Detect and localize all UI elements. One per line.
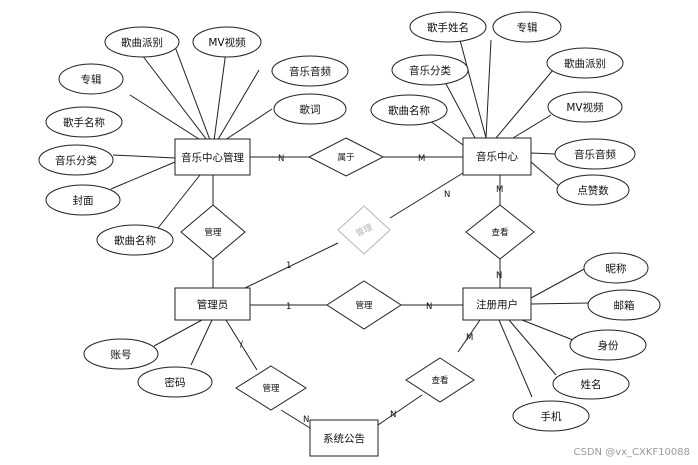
cardinality-notice-manage: N: [303, 415, 309, 425]
svg-text:歌手名称: 歌手名称: [63, 116, 105, 129]
svg-text:查看: 查看: [431, 375, 448, 386]
svg-text:歌词: 歌词: [300, 103, 321, 116]
svg-text:专辑: 专辑: [81, 73, 102, 86]
svg-text:昵称: 昵称: [606, 262, 627, 275]
svg-text:邮箱: 邮箱: [614, 299, 635, 312]
watermark-text: CSDN @vx_CXKF10088: [574, 447, 690, 458]
cardinality-view-user-m: M: [466, 333, 473, 343]
entity-music-mgmt: 音乐中心管理: [174, 138, 251, 176]
attribute-mgmt-song: 歌曲名称: [96, 224, 174, 256]
cardinality-admin-notice: /: [240, 340, 243, 350]
relationship-manage-user: 管理: [326, 280, 402, 330]
attribute-mgmt-singer: 歌手名称: [45, 106, 123, 138]
svg-text:MV视频: MV视频: [566, 101, 604, 114]
svg-text:专辑: 专辑: [517, 21, 538, 34]
entity-registered-user: 注册用户: [462, 287, 532, 321]
cardinality-admin-user: 1: [286, 302, 291, 312]
svg-text:管理: 管理: [355, 300, 373, 311]
attribute-mc-singer: 歌手姓名: [409, 11, 487, 43]
svg-text:音乐音频: 音乐音频: [289, 65, 331, 78]
attribute-mc-audio: 音乐音频: [554, 138, 636, 170]
attribute-mgmt-audio: 音乐音频: [271, 55, 349, 87]
svg-text:音乐分类: 音乐分类: [55, 154, 97, 167]
relationship-manage-center: 管理: [337, 205, 391, 255]
attribute-mgmt-cover: 封面: [45, 184, 121, 216]
attribute-mc-genre: 歌曲派别: [546, 47, 624, 79]
svg-text:注册用户: 注册用户: [476, 298, 518, 311]
svg-text:封面: 封面: [73, 194, 94, 207]
relationship-view-notice: 查看: [405, 357, 475, 403]
entity-system-notice: 系统公告: [309, 419, 379, 457]
svg-text:歌曲名称: 歌曲名称: [114, 234, 156, 247]
svg-text:音乐音频: 音乐音频: [574, 148, 616, 161]
cardinality-admin-center: 1: [286, 261, 291, 271]
attribute-mgmt-lyrics: 歌词: [273, 93, 347, 125]
svg-text:音乐分类: 音乐分类: [409, 64, 451, 77]
svg-text:点赞数: 点赞数: [577, 184, 609, 197]
svg-text:歌曲派别: 歌曲派别: [564, 57, 606, 70]
svg-text:MV视频: MV视频: [208, 36, 246, 49]
entity-admin: 管理员: [174, 287, 251, 321]
cardinality-view-user: N: [496, 271, 502, 281]
svg-text:管理: 管理: [262, 383, 280, 394]
attribute-mc-likes: 点赞数: [556, 174, 630, 206]
svg-text:密码: 密码: [165, 376, 186, 389]
svg-text:管理员: 管理员: [197, 298, 229, 311]
attribute-mgmt-category: 音乐分类: [38, 144, 114, 176]
svg-text:音乐中心管理: 音乐中心管理: [181, 151, 244, 164]
cardinality-user-manage: N: [426, 302, 432, 312]
attribute-admin-account: 账号: [83, 338, 159, 370]
svg-text:管理: 管理: [204, 227, 222, 238]
svg-text:属于: 属于: [337, 153, 355, 163]
svg-text:音乐中心: 音乐中心: [476, 150, 518, 163]
attribute-user-nickname: 昵称: [583, 252, 649, 284]
cardinality-center-view: M: [496, 185, 503, 195]
cardinality-belongs-center: M: [418, 154, 425, 164]
attribute-user-name: 姓名: [552, 368, 630, 400]
cardinality-labels: N M N 1 M N 1 N / N N M: [240, 154, 503, 425]
cardinality-center-admin: N: [444, 190, 450, 200]
relationship-view-music: 查看: [465, 204, 535, 260]
attribute-mc-mv: MV视频: [547, 91, 623, 123]
attribute-mgmt-album: 专辑: [58, 63, 124, 95]
entity-music-center: 音乐中心: [462, 137, 532, 176]
relationship-manage-notice: 管理: [235, 365, 307, 411]
relationship-manage-music: 管理: [180, 204, 246, 260]
attribute-admin-password: 密码: [137, 366, 213, 398]
attribute-mc-song: 歌曲名称: [370, 94, 448, 126]
attribute-mc-category: 音乐分类: [391, 54, 469, 86]
relationship-belongs: 属于: [307, 137, 385, 177]
attribute-mgmt-mv: MV视频: [192, 26, 262, 58]
attribute-user-id: 身份: [569, 329, 647, 361]
svg-text:歌手姓名: 歌手姓名: [427, 21, 469, 34]
svg-text:系统公告: 系统公告: [323, 432, 365, 445]
attribute-mgmt-genre: 歌曲派别: [104, 26, 180, 58]
svg-text:手机: 手机: [541, 410, 562, 423]
svg-text:歌曲名称: 歌曲名称: [388, 104, 430, 117]
cardinality-mgmt-belongs: N: [278, 154, 284, 164]
svg-text:姓名: 姓名: [581, 378, 602, 391]
svg-text:账号: 账号: [111, 349, 132, 361]
attribute-mc-album: 专辑: [492, 11, 562, 43]
cardinality-notice-view: N: [390, 410, 396, 420]
svg-text:身份: 身份: [598, 339, 619, 352]
attribute-user-phone: 手机: [512, 400, 590, 432]
attribute-user-email: 邮箱: [587, 289, 661, 321]
svg-text:歌曲派别: 歌曲派别: [121, 36, 163, 49]
svg-text:查看: 查看: [491, 227, 508, 238]
